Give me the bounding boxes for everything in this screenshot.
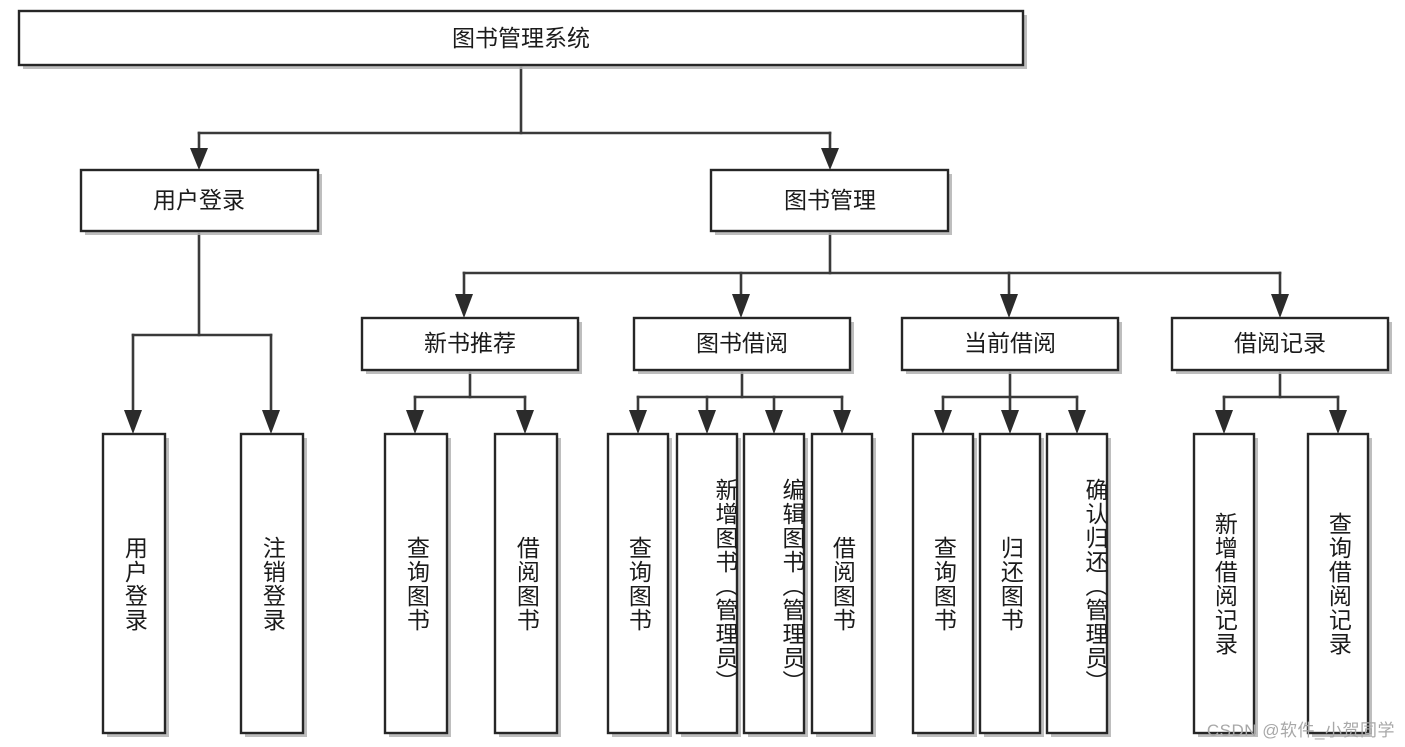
book-manage-label: 图书管理 <box>784 187 876 213</box>
arrowhead-newbook <box>455 294 473 318</box>
node-borrow-record[interactable]: 借阅记录 <box>1170 316 1392 374</box>
root-box[interactable] <box>17 9 1025 67</box>
leaf-box-br-query[interactable] <box>1306 432 1370 735</box>
arrowhead-book-manage <box>821 148 839 170</box>
arrowhead-borrowrecord-leaf1 <box>1215 410 1233 434</box>
leaf-box-br-add[interactable] <box>1192 432 1256 735</box>
borrow-record-box[interactable] <box>1170 316 1390 372</box>
arrowhead-currentborrow-leaf3 <box>1068 410 1086 434</box>
node-book-borrow[interactable]: 图书借阅 <box>632 316 854 374</box>
arrowhead-currentborrow-leaf1 <box>934 410 952 434</box>
user-login-label: 用户登录 <box>153 187 245 213</box>
book-borrow-box[interactable] <box>632 316 852 372</box>
leaf-boxes-new-book <box>383 432 561 737</box>
leaf-boxes-current-borrow <box>911 432 1111 737</box>
leaf-box-newbook-query[interactable] <box>383 432 449 735</box>
leaf-box-newbook-borrow[interactable] <box>493 432 559 735</box>
arrowhead-bookborrow-leaf1 <box>629 410 647 434</box>
leaf-box-user-login[interactable] <box>101 432 167 735</box>
current-borrow-label: 当前借阅 <box>964 330 1056 356</box>
node-user-login[interactable]: 用户登录 <box>79 168 322 235</box>
arrowhead-bookborrow-leaf3 <box>765 410 783 434</box>
arrowhead-newbook-leaf1 <box>406 410 424 434</box>
leaf-box-cb-query[interactable] <box>911 432 975 735</box>
leaf-box-cb-return[interactable] <box>978 432 1042 735</box>
node-root[interactable]: 图书管理系统 <box>17 9 1027 69</box>
arrowhead-bookborrow <box>732 294 750 318</box>
book-borrow-label: 图书借阅 <box>696 330 788 356</box>
arrowhead-user-login <box>190 148 208 170</box>
leaf-boxes-user-login <box>101 432 307 737</box>
current-borrow-box[interactable] <box>900 316 1120 372</box>
node-book-manage[interactable]: 图书管理 <box>709 168 952 235</box>
book-manage-box[interactable] <box>709 168 950 233</box>
borrow-record-label: 借阅记录 <box>1234 330 1326 356</box>
root-label: 图书管理系统 <box>452 25 590 51</box>
arrowhead-leaf-logout <box>262 410 280 434</box>
new-book-box[interactable] <box>360 316 580 372</box>
leaf-box-bb-add[interactable] <box>675 432 739 735</box>
node-new-book-recommend[interactable]: 新书推荐 <box>360 316 582 374</box>
arrowhead-borrowrecord-leaf2 <box>1329 410 1347 434</box>
arrowhead-currentborrow <box>1000 294 1018 318</box>
leaf-boxes-borrow-record <box>1192 432 1372 737</box>
leaf-box-bb-edit[interactable] <box>742 432 806 735</box>
new-book-label: 新书推荐 <box>424 330 516 356</box>
leaf-boxes-book-borrow <box>606 432 876 737</box>
leaf-box-bb-borrow[interactable] <box>810 432 874 735</box>
connector-group <box>124 66 1347 434</box>
user-login-box[interactable] <box>79 168 320 233</box>
leaf-box-cb-confirm[interactable] <box>1045 432 1109 735</box>
arrowhead-currentborrow-leaf2 <box>1001 410 1019 434</box>
arrowhead-borrowrecord <box>1271 294 1289 318</box>
arrowhead-bookborrow-leaf2 <box>698 410 716 434</box>
arrowhead-newbook-leaf2 <box>516 410 534 434</box>
arrowhead-leaf-user-login <box>124 410 142 434</box>
leaf-box-bb-query[interactable] <box>606 432 670 735</box>
node-current-borrow[interactable]: 当前借阅 <box>900 316 1122 374</box>
leaf-box-logout[interactable] <box>239 432 305 735</box>
csdn-watermark: CSDN @软件_小贺同学 <box>1206 721 1395 740</box>
arrowhead-bookborrow-leaf4 <box>833 410 851 434</box>
